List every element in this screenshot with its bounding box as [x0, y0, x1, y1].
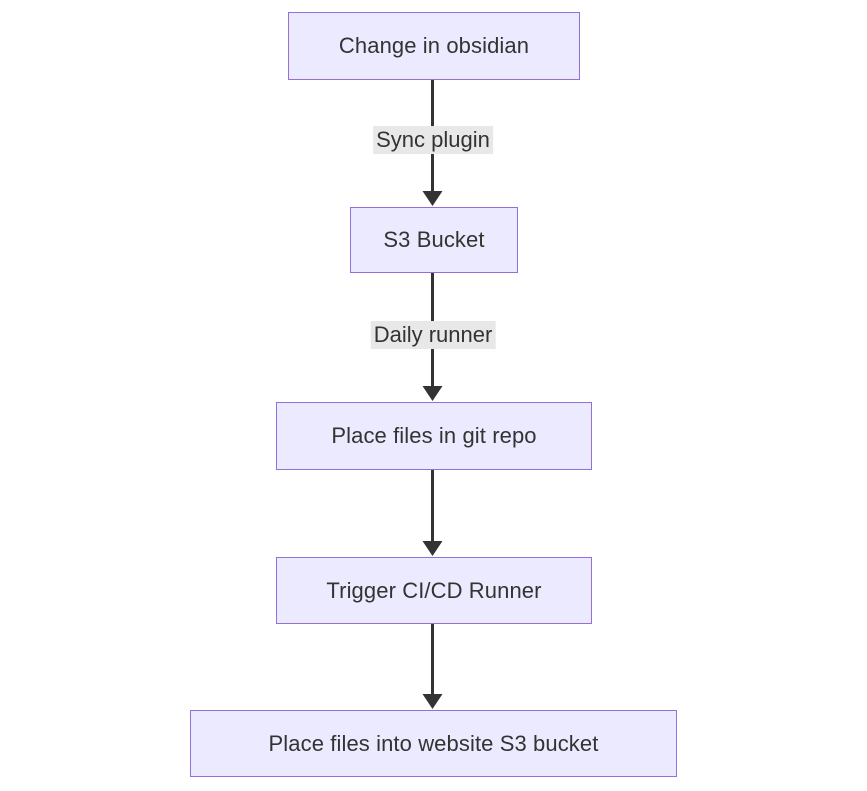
arrowhead-icon — [422, 541, 443, 556]
edge-label-sync-plugin: Sync plugin — [373, 126, 493, 154]
node-place-files-in-git-repo[interactable]: Place files in git repo — [276, 402, 592, 470]
arrowhead-icon — [422, 386, 443, 401]
node-label: Place files into website S3 bucket — [268, 730, 599, 756]
edge-place-files-in-git-repo-to-trigger-ci-cd-runner — [422, 470, 443, 556]
arrowhead-icon — [422, 694, 443, 709]
node-place-files-into-website-s3-bucket[interactable]: Place files into website S3 bucket — [190, 710, 677, 777]
node-change-in-obsidian[interactable]: Change in obsidian — [288, 12, 580, 80]
node-s3-bucket[interactable]: S3 Bucket — [350, 207, 518, 273]
edge-label-daily-runner: Daily runner — [370, 321, 496, 349]
node-label: Trigger CI/CD Runner — [326, 577, 542, 603]
arrowhead-icon — [422, 191, 443, 206]
node-trigger-ci-cd-runner[interactable]: Trigger CI/CD Runner — [276, 557, 592, 624]
edge-trigger-ci-cd-runner-to-place-files-into-website-s3-bucket — [422, 624, 443, 709]
node-label: S3 Bucket — [383, 227, 485, 252]
node-label: Place files in git repo — [331, 423, 537, 448]
node-label: Change in obsidian — [338, 33, 530, 58]
